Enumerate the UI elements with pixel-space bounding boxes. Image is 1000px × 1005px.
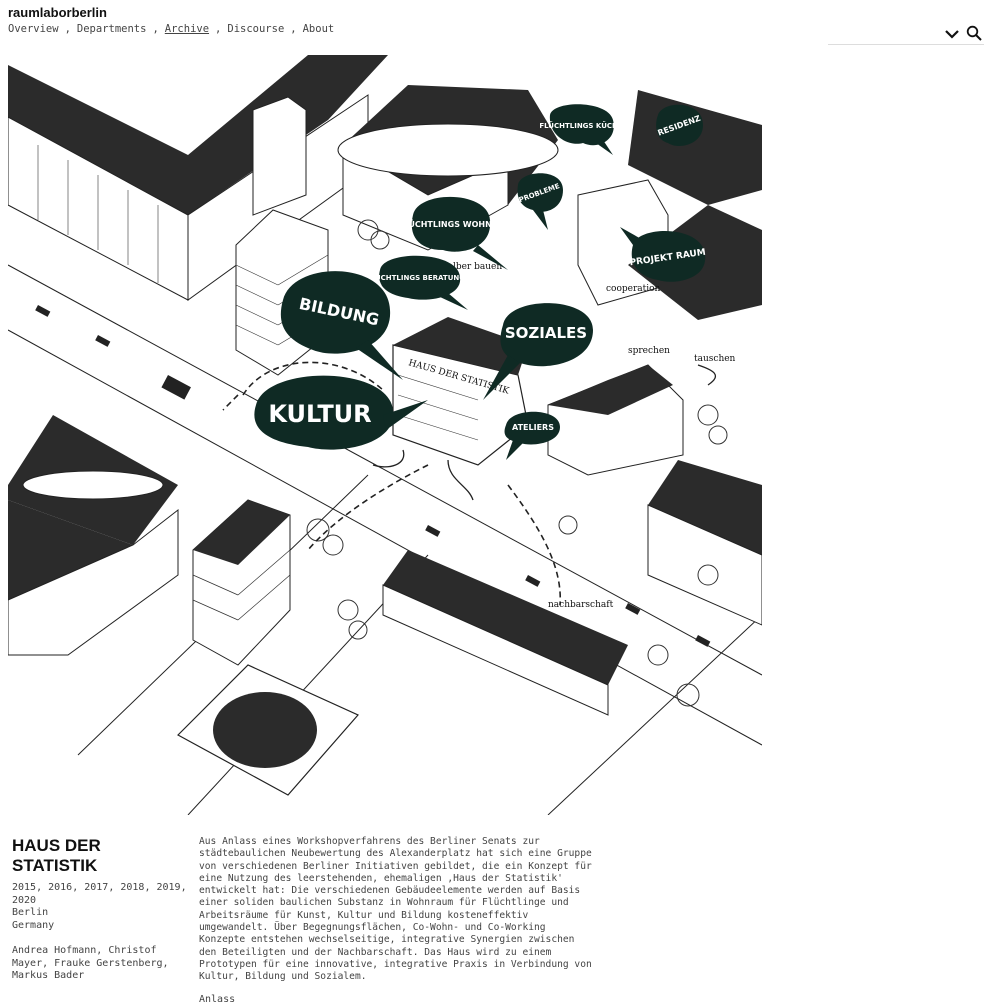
nav-discourse[interactable]: Discourse [227, 23, 285, 35]
nav-separator: , [64, 23, 71, 35]
svg-text:ATELIERS: ATELIERS [512, 423, 554, 432]
svg-text:SOZIALES: SOZIALES [505, 324, 587, 342]
bubble-residenz: RESIDENZ [656, 104, 703, 146]
svg-text:FLÜCHTLINGS KÜCHE: FLÜCHTLINGS KÜCHE [539, 121, 623, 130]
project-description: Aus Anlass eines Workshopverfahrens des … [199, 836, 592, 983]
search-bar[interactable] [828, 24, 984, 45]
site-logo[interactable]: raumlaborberlin [8, 5, 107, 20]
bubble-fluechtlings-kueche: FLÜCHTLINGS KÜCHE [539, 104, 623, 155]
nav-separator: , [152, 23, 159, 35]
project-meta: 2015, 2016, 2017, 2018, 2019, 2020 Berli… [12, 882, 190, 983]
nav-departments[interactable]: Departments [76, 23, 147, 35]
bubble-ateliers: ATELIERS [504, 411, 560, 460]
project-city: Berlin [12, 907, 49, 918]
project-people: Andrea Hofmann, Christof Mayer, Frauke G… [12, 945, 169, 981]
trees [306, 219, 728, 707]
svg-text:FLÜCHTLINGS BERATUNGS: FLÜCHTLINGS BERATUNGS [366, 273, 470, 282]
svg-text:FLÜCHTLINGS WOHNEN: FLÜCHTLINGS WOHNEN [398, 219, 504, 229]
project-years: 2015, 2016, 2017, 2018, 2019, 2020 [12, 882, 187, 906]
main-nav: Overview, Departments, Archive, Discours… [8, 23, 334, 35]
nav-separator: , [215, 23, 222, 35]
nav-separator: , [290, 23, 297, 35]
tower-bottom [192, 499, 291, 666]
label-tauschen: tauschen [694, 354, 736, 364]
building-bottom-left [8, 415, 179, 656]
label-nachbarschaft: nachbarschaft [548, 600, 614, 610]
building-congress-hall [177, 664, 359, 796]
bubble-soziales: SOZIALES [483, 303, 593, 400]
bubble-probleme: PROBLEME [517, 173, 563, 230]
label-sprechen: sprechen [628, 346, 670, 356]
project-illustration: HAUS DER STATISTIK [8, 55, 762, 815]
nav-overview[interactable]: Overview [8, 23, 59, 35]
search-icon[interactable] [966, 25, 982, 41]
nav-about[interactable]: About [302, 23, 335, 35]
nav-archive[interactable]: Archive [164, 23, 210, 35]
building-top-left [8, 55, 388, 301]
building-bottom-slab [382, 550, 628, 716]
project-country: Germany [12, 919, 55, 931]
bubble-fluechtlings-beratungs: FLÜCHTLINGS BERATUNGS [366, 255, 470, 310]
bubble-fluechtlings-wohnen: FLÜCHTLINGS WOHNEN [398, 196, 508, 270]
bubble-projekt-raum: PROJEKT RAUM [620, 227, 706, 282]
bubble-bildung: BILDUNG [280, 271, 403, 380]
dashed-arrows [222, 361, 561, 606]
project-title: HAUS DER STATISTIK [12, 836, 101, 875]
bubble-kultur: KULTUR [254, 375, 428, 450]
svg-text:KULTUR: KULTUR [268, 400, 371, 428]
arrows [372, 364, 717, 501]
label-selber-bauen: selber bauen [443, 262, 502, 272]
building-haus-statistik: HAUS DER STATISTIK [392, 317, 529, 466]
chevron-down-icon[interactable] [944, 26, 960, 42]
building-right-middle [547, 364, 762, 626]
label-cooperation: cooperation [606, 284, 661, 294]
